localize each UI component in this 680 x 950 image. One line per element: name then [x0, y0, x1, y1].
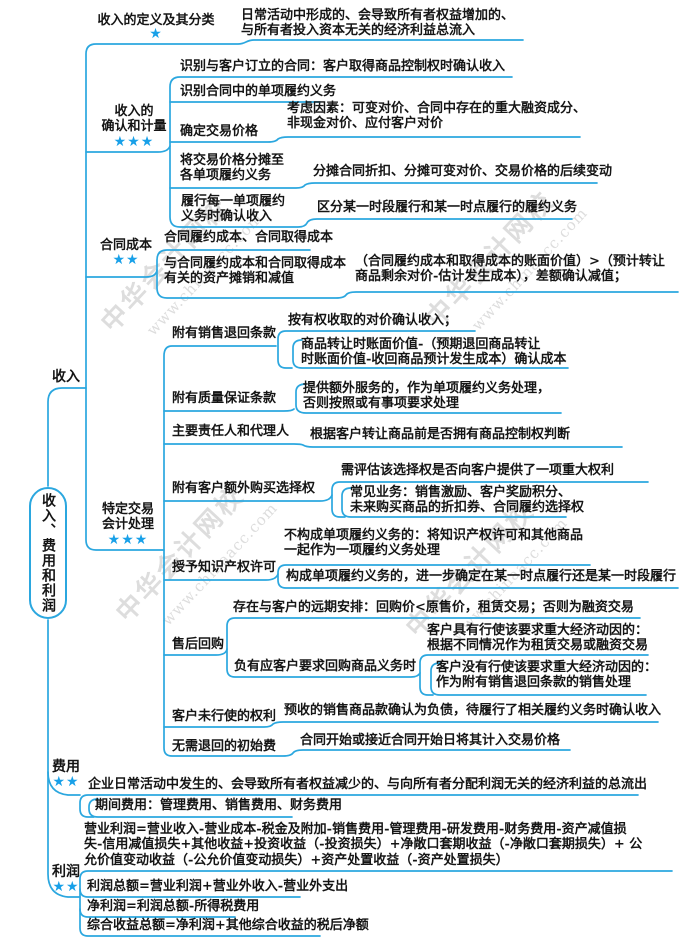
note-sales-return-1: 按有权收取的对价确认收入；: [288, 313, 458, 328]
formula-net-profit: 净利润=利润总额-所得税费用: [87, 899, 260, 914]
topic-warranty: 附有质量保证条款: [172, 391, 277, 406]
note-repurchase-incentive-yes: 客户具有行使该要求重大经济动因的： 根据不同情况作为租赁交易或融资交易: [427, 623, 649, 654]
connector-line: [47, 387, 87, 487]
note-expense-definition: 企业日常活动中发生的、会导致所有者权益减少的、与向所有者分配利润无关的经济利益的…: [88, 777, 648, 792]
item-contract-cost-amort: 与合同履约成本和合同取得成本 有关的资产摊销和减值: [164, 256, 347, 287]
connector-line: [169, 182, 598, 189]
connector-line: [277, 564, 679, 589]
connector-line: [79, 870, 673, 937]
connector-line: [169, 136, 581, 143]
connector-line: [331, 481, 649, 518]
note-extra-option-2: 常见业务：销售激励、客户奖励积分、 未来购买商品的折扣券、合同履约选择权: [350, 485, 585, 516]
note-ip-license-1: 不构成单项履约义务的：将知识产权许可和其他商品 一起作为一项履约义务处理: [284, 528, 584, 559]
connector-line: [47, 771, 81, 796]
connector-line: [88, 798, 293, 818]
topic-income-recognition: 收入的 确认和计量: [101, 104, 167, 135]
importance-stars: ★★★: [113, 134, 155, 150]
connector-line: [163, 345, 571, 757]
branch-expense: 费用: [52, 759, 80, 775]
topic-sales-return: 附有销售退回条款: [172, 326, 277, 341]
step-allocate-price: 将交易价格分摊至 各单项履约义务: [180, 153, 285, 184]
importance-stars: ★★: [112, 252, 140, 268]
topic-principal-agent: 主要责任人和代理人: [172, 424, 290, 439]
connector-line: [277, 330, 476, 369]
note-allocate-price: 分摊合同折扣、分摊可变对价、交易价格的后续变动: [313, 164, 613, 179]
connector-line: [85, 269, 158, 278]
note-sales-return-2: 商品转让时账面价值-（预期退回商品转让 时账面价值-收回商品预计发生成本）确认成…: [301, 337, 567, 368]
importance-stars: ★: [149, 26, 163, 42]
importance-stars: ★★★: [107, 532, 149, 548]
note-fulfil-obligation: 区分某一时段履行和某一时点履行的履约义务: [317, 200, 578, 215]
connector-line: [79, 888, 301, 898]
formula-total-profit: 利润总额=营业利润+营业外收入-营业外支出: [87, 879, 349, 894]
step-fulfil-obligation: 履行每一单项履约 义务时确认收入: [181, 194, 286, 225]
topic-repurchase: 售后回购: [172, 637, 225, 652]
note-upfront-fee: 合同开始或接近合同开始日将其计入交易价格: [300, 733, 561, 748]
connector-line: [419, 654, 649, 696]
connector-line: [163, 721, 659, 728]
note-transaction-price: 考虑因素：可变对价、合同中存在的重大融资成分、 非现金对价、应付客户对价: [287, 101, 587, 132]
connector-line: [79, 908, 236, 918]
connector-line: [169, 76, 573, 228]
note-repurchase-incentive-no: 客户没有行使该要求重大经济动因的： 作为附有销售退回条款的销售处理: [436, 660, 658, 691]
connector-line: [226, 617, 641, 678]
connector-line: [156, 249, 679, 299]
connector-line: [341, 487, 567, 518]
connector-line-group: [47, 39, 679, 937]
step-identify-obligations: 识别合同中的单项履约义务: [180, 84, 337, 99]
topic-upfront-fee: 无需退回的初始费: [172, 739, 277, 754]
branch-profit: 利润: [52, 864, 80, 880]
connector-line: [85, 39, 524, 551]
importance-stars: ★★: [52, 774, 80, 790]
step-identify-contract: 识别与客户订立的合同：客户取得商品控制权时确认收入: [180, 59, 506, 74]
note-principal-agent: 根据客户转让商品前是否拥有商品控制权判断: [310, 427, 571, 442]
note-period-expense: 期间费用：管理费用、销售费用、财务费用: [95, 798, 343, 813]
topic-contract-cost: 合同成本: [99, 238, 152, 253]
connector-line: [79, 794, 639, 818]
connector-line: [47, 619, 81, 898]
note-repurchase-obligation: 负有应客户要求回购商品义务时: [234, 659, 417, 674]
root-topic: 收入、费用和利润: [29, 487, 67, 619]
note-contract-cost-amort: （合同履约成本和取得成本的账面价值）>（预计转让 商品剩余对价-估计发生成本），…: [355, 254, 665, 285]
connector-line: [292, 339, 569, 369]
note-ip-license-2: 构成单项履约义务的，进一步确定在某一时点履行还是某一时段履行: [286, 569, 677, 584]
connector-line: [430, 662, 647, 696]
topic-unexercised-rights: 客户未行使的权利: [172, 709, 277, 724]
note-income-definition: 日常活动中形成的、会导致所有者权益增加的、 与所有者投入资本无关的经济利益总流入: [241, 8, 515, 39]
connector-line: [295, 383, 562, 414]
note-extra-option-1: 需评估该选择权是否向客户提供了一项重大权利: [341, 463, 615, 478]
formula-comprehensive-income: 综合收益总额=净利润+其他综合收益的税后净额: [87, 918, 369, 933]
topic-ip-license: 授予知识产权许可: [172, 560, 277, 575]
step-transaction-price: 确定交易价格: [180, 124, 259, 139]
note-warranty: 提供额外服务的，作为单项履约义务处理， 否则按照或有事项要求处理: [303, 381, 551, 412]
connector-line: [163, 443, 623, 448]
item-contract-cost-types: 合同履约成本、合同取得成本: [164, 230, 334, 245]
topic-special-transactions: 特定交易 会计处理: [101, 502, 154, 533]
topic-extra-purchase-option: 附有客户额外购买选择权: [172, 481, 316, 496]
branch-income: 收入: [52, 369, 80, 385]
connector-line: [163, 408, 295, 412]
topic-income-definition: 收入的定义及其分类: [97, 13, 215, 28]
formula-operating-profit: 营业利润=营业收入-营业成本-税金及附加-销售费用-管理费用-研发费用-财务费用…: [84, 822, 643, 868]
note-repurchase-forward: 存在与客户的远期安排：回购价<原售价，租赁交易；否则为融资交易: [233, 600, 634, 615]
note-unexercised-rights: 预收的销售商品款确认为负债，待履行了相关履约义务时确认收入: [284, 703, 662, 718]
importance-stars: ★★: [52, 879, 80, 895]
